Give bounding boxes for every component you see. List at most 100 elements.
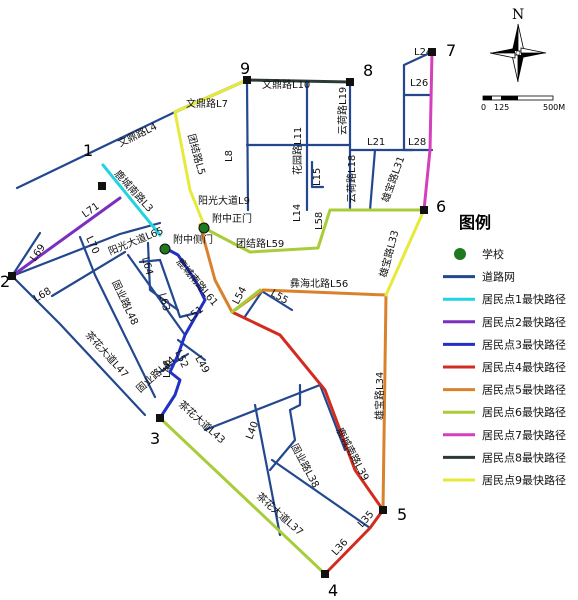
road-label: 团结路L59 — [236, 237, 284, 250]
path-resident-1 — [101, 163, 162, 237]
school-side-gate-label: 附中侧门 — [173, 233, 213, 246]
road-label: L49 — [192, 354, 211, 375]
path-resident-9 — [173, 78, 249, 227]
road-network — [10, 50, 434, 537]
path-resident-4 — [230, 310, 385, 576]
resident-point-2-label: 2 — [0, 272, 10, 291]
resident-point-7-marker — [428, 48, 436, 56]
road-label: 鹿城南路L3 — [112, 167, 156, 214]
road-label: 彝海北路L56 — [290, 277, 348, 290]
road-label: L8 — [224, 150, 235, 162]
road-label: 鹿城南路L39 — [333, 425, 372, 483]
road-label: L58 — [314, 212, 325, 230]
road-segment — [270, 458, 372, 530]
resident-point-8-marker — [346, 78, 354, 86]
road-segment — [268, 383, 302, 472]
legend-title: 图例 — [459, 213, 491, 232]
resident-point-6-marker — [420, 206, 428, 214]
road-label: L24 — [414, 47, 432, 58]
road-segment — [10, 232, 122, 278]
resident-point-1-marker — [98, 182, 106, 190]
scale-zero: 0 — [481, 103, 486, 112]
road-label: L36 — [330, 537, 350, 558]
road-label: 云荷路L18 — [345, 155, 358, 203]
path-resident-6 — [202, 208, 426, 254]
road-label: L40 — [244, 420, 261, 441]
legend-label: 居民点5最快路径 — [482, 384, 566, 397]
road-label: L26 — [410, 78, 428, 89]
resident-point-4-marker — [321, 570, 329, 578]
path-resident-6b — [158, 416, 327, 576]
legend-label: 居民点7最快路径 — [482, 429, 566, 442]
legend-label: 居民点4最快路径 — [482, 361, 566, 374]
road-segment — [78, 235, 157, 399]
road-segment — [146, 241, 180, 312]
resident-point-5-label: 5 — [397, 505, 407, 524]
resident-point-1-label: 1 — [83, 141, 93, 160]
legend-label: 居民点6最快路径 — [482, 406, 566, 419]
road-labels: 文鼎路L4 文鼎路L7 文鼎路L10 L24 L26 L28 L21 L8 花园… — [28, 47, 432, 558]
road-segment — [10, 274, 147, 417]
resident-point-7-label: 7 — [446, 41, 456, 60]
road-label: 固业路L48 — [109, 278, 141, 327]
resident-point-3-marker — [156, 414, 164, 422]
road-label: L64 — [139, 256, 154, 277]
legend-label: 居民点9最快路径 — [482, 474, 566, 487]
road-label: 雄宝路L31 — [379, 154, 408, 204]
path-resident-7 — [422, 50, 434, 212]
road-label: 文鼎路L7 — [186, 97, 228, 110]
resident-point-8-label: 8 — [363, 61, 373, 80]
road-label: 文鼎路L4 — [116, 120, 159, 150]
resident-point-4-label: 4 — [328, 581, 338, 600]
road-segment — [258, 288, 294, 312]
legend: 图例 学校道路网居民点1最快路径居民点2最快路径居民点3最快路径居民点4最快路径… — [443, 213, 566, 487]
road-label: 云荷路L19 — [336, 87, 349, 135]
road-label: 阳光大道L9 — [198, 194, 250, 207]
road-label: L15 — [312, 168, 323, 186]
road-label: 雄宝路L34 — [373, 372, 386, 420]
scale-mid: 125 — [494, 103, 509, 112]
road-segment — [138, 258, 162, 264]
compass-north-icon — [512, 24, 518, 51]
compass-south-icon — [511, 54, 519, 83]
resident-point-5-marker — [379, 506, 387, 514]
road-segment — [242, 288, 265, 320]
compass-east-icon — [520, 47, 547, 54]
road-label: L28 — [408, 137, 426, 148]
legend-label: 居民点3最快路径 — [482, 338, 566, 351]
road-segment — [50, 250, 127, 298]
resident-points: 1 2 3 4 5 6 7 8 9 — [0, 41, 456, 600]
legend-label: 道路网 — [482, 270, 515, 284]
path-resident-3 — [158, 246, 207, 420]
path-resident-6c — [230, 288, 262, 314]
compass-west-icon — [490, 48, 515, 53]
scale-bar: 0 125 500M — [481, 95, 565, 112]
legend-label: 居民点8最快路径 — [482, 451, 566, 464]
road-segment — [10, 231, 42, 278]
road-label: L35 — [356, 509, 376, 530]
legend-label: 学校 — [482, 247, 504, 261]
road-label: 团结路L5 — [185, 132, 208, 176]
road-segment — [318, 383, 347, 452]
road-segment — [368, 148, 377, 212]
resident-point-6-label: 6 — [436, 197, 446, 216]
path-resident-9b — [384, 208, 426, 297]
road-label: 鹿城南路L61 — [174, 256, 221, 309]
road-label: L51 — [185, 304, 206, 324]
resident-point-9-label: 9 — [240, 59, 250, 78]
school-main-gate — [198, 222, 210, 234]
road-segment — [158, 258, 182, 319]
legend-label: 居民点1最快路径 — [482, 293, 566, 306]
fastest-paths — [10, 50, 434, 576]
road-label: L46 — [162, 360, 173, 378]
resident-point-9-marker — [243, 76, 251, 84]
road-label: L14 — [292, 204, 303, 222]
road-label: L21 — [367, 137, 385, 148]
road-label: L68 — [32, 286, 53, 305]
resident-point-3-label: 3 — [150, 429, 160, 448]
road-segment — [203, 383, 322, 432]
legend-label: 居民点2最快路径 — [482, 316, 566, 329]
resident-point-2-marker — [8, 272, 16, 280]
road-segment — [253, 403, 282, 537]
